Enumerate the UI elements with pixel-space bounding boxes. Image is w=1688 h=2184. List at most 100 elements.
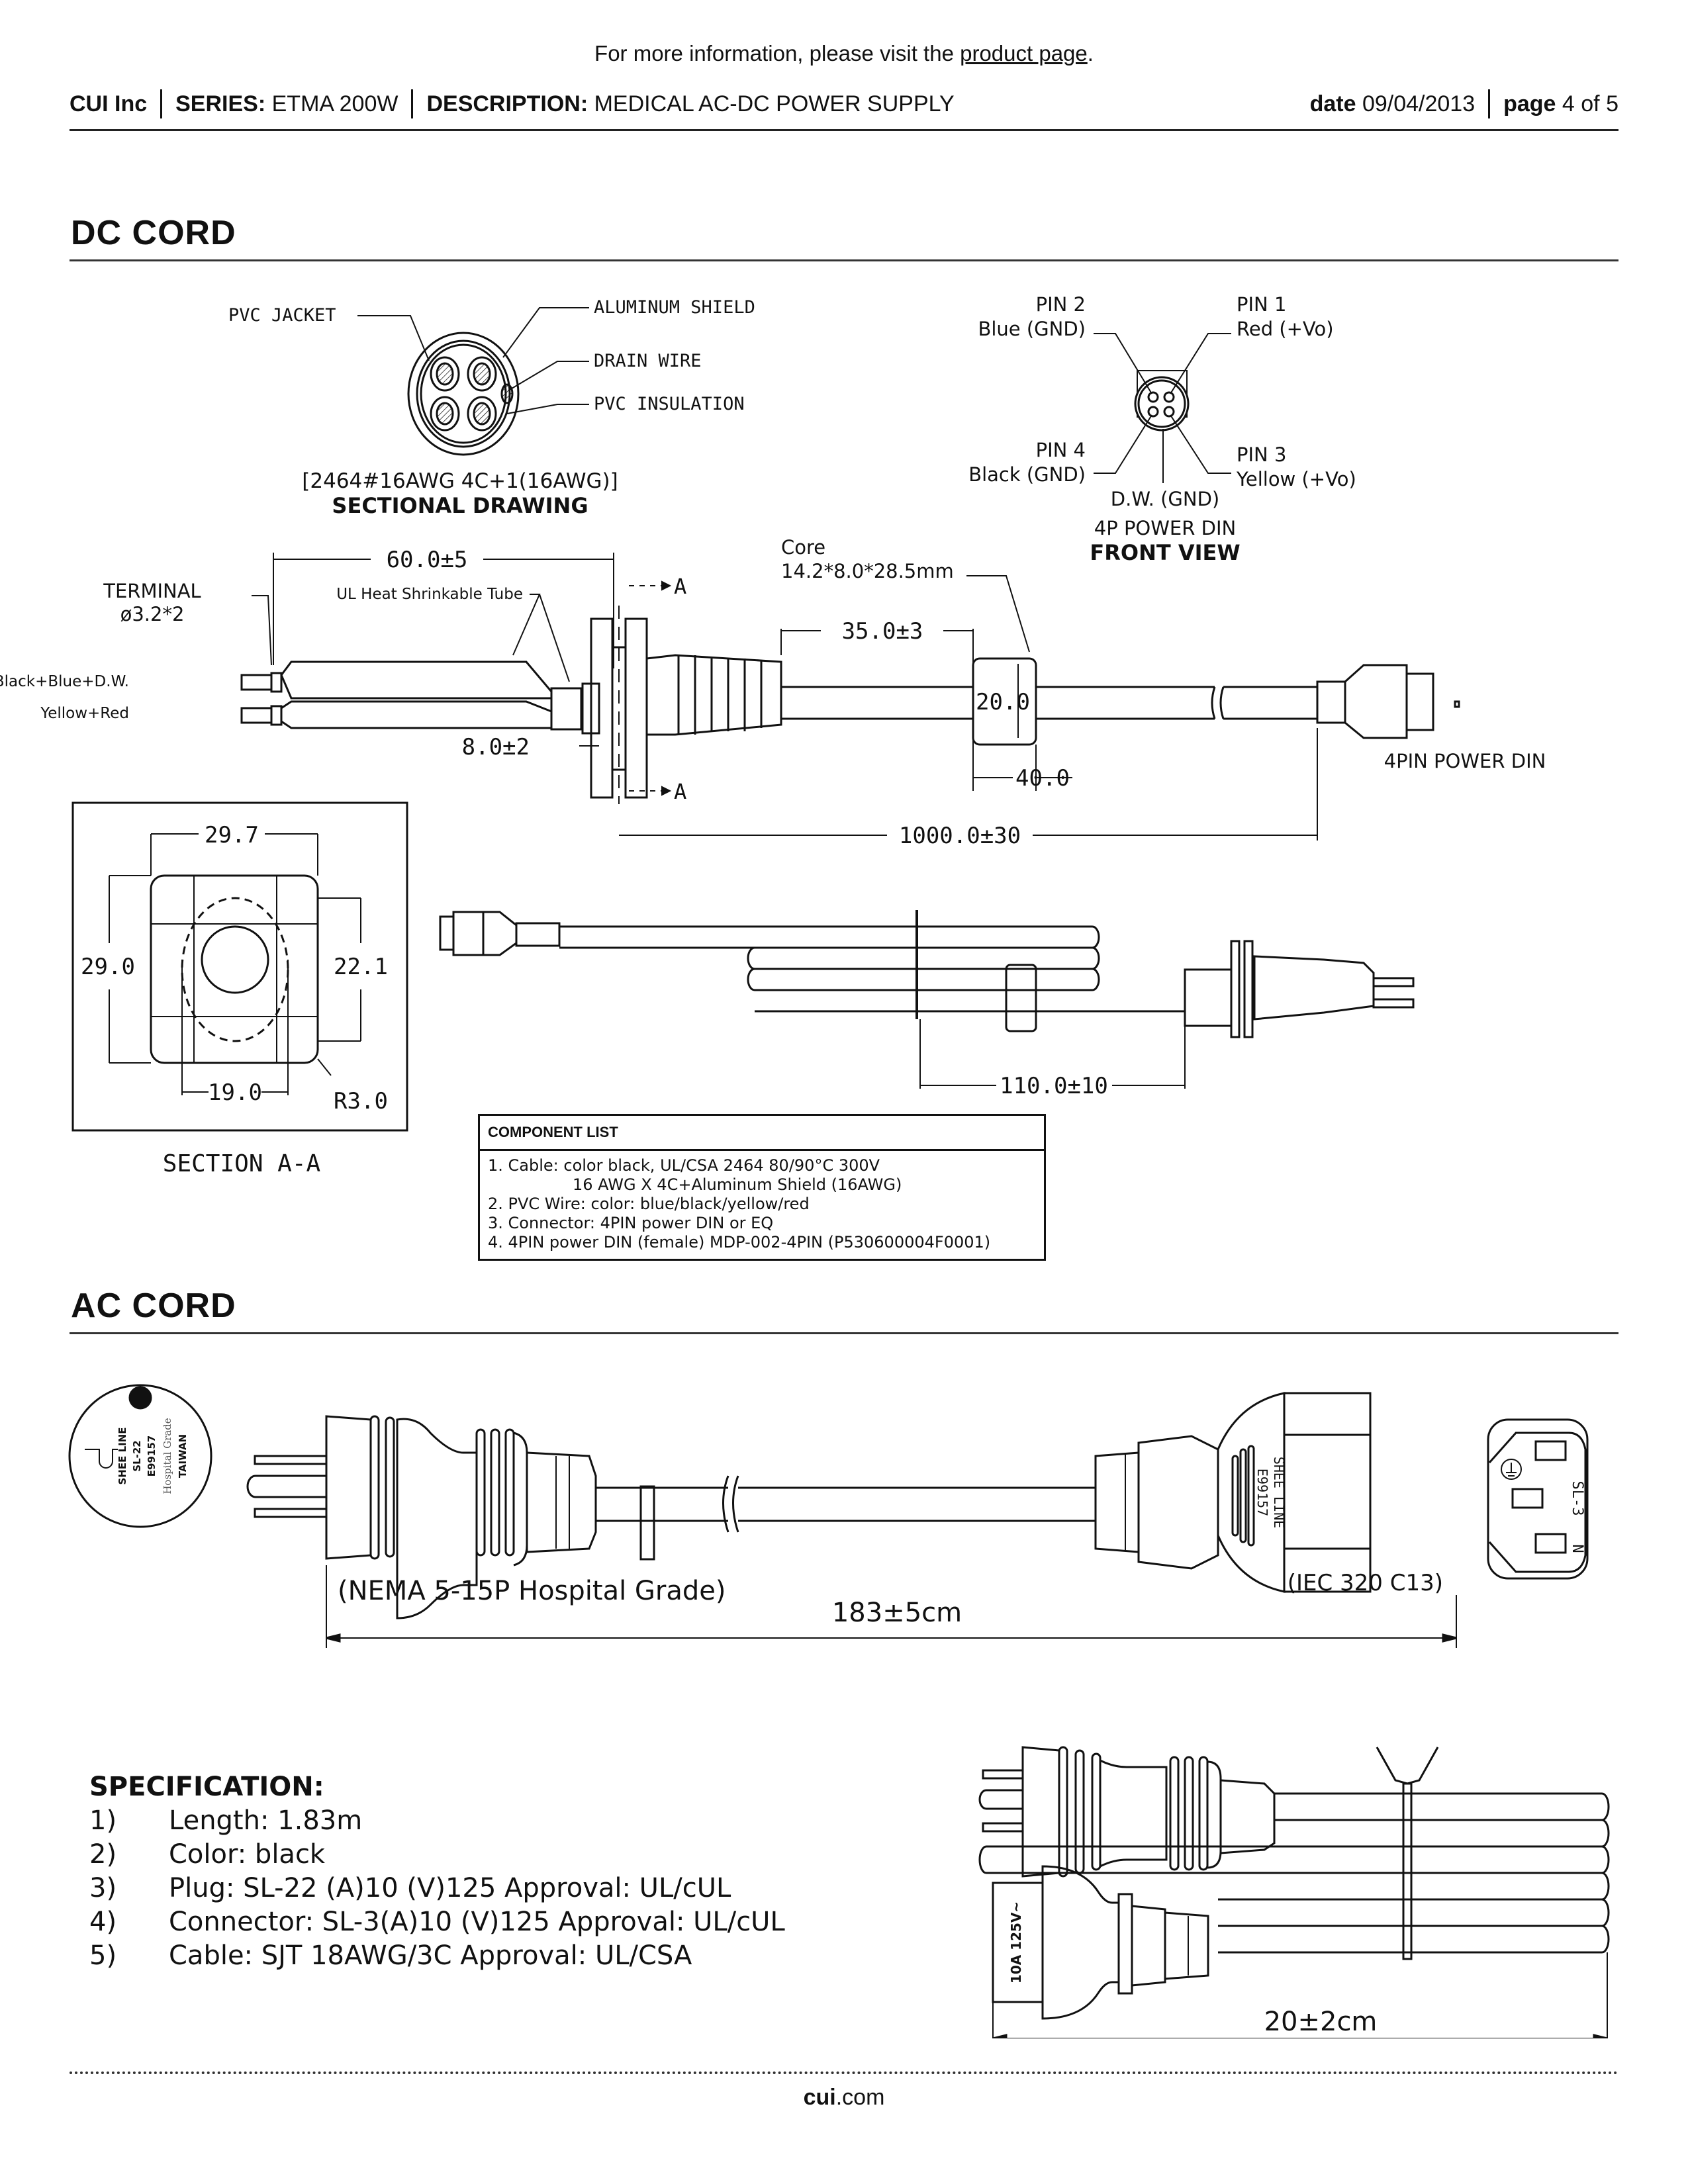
component-item: 4. 4PIN power DIN (female) MDP-002-4PIN … (488, 1233, 991, 1251)
section-marker-top-label: A (674, 574, 686, 599)
component-item: 1. Cable: color black, UL/CSA 2464 80/90… (488, 1156, 880, 1175)
wire-group-1-label: Black+Blue+D.W. (0, 673, 129, 690)
core-label: Core (781, 536, 825, 559)
coiled-length-label: 20±2cm (1264, 2007, 1378, 2037)
connector-marking-brand: SHEE LINE (1271, 1457, 1287, 1528)
plug-face-file: E99157 (146, 1435, 158, 1477)
sectional-spec: [2464#16AWG 4C+1(16AWG)] (302, 469, 618, 493)
spec-text: Cable: SJT 18AWG/3C Approval: UL/CSA (169, 1940, 692, 1971)
pvc-insulation-label: PVC INSULATION (594, 394, 745, 414)
date-value: 09/04/2013 (1362, 91, 1476, 116)
din-front-view (1094, 333, 1231, 483)
pvc-jacket-label: PVC JACKET (228, 305, 336, 326)
sectional-caption: SECTIONAL DRAWING (332, 493, 588, 518)
cable-cross-section (357, 307, 589, 456)
drain-wire-pin: D.W. (GND) (1111, 488, 1219, 510)
coiled-rating-label: 10A 125V~ (1008, 1901, 1024, 1983)
footer-rule (70, 2071, 1618, 2074)
header-rule (70, 129, 1618, 131)
spec-text: Color: black (169, 1839, 326, 1870)
page-label: page (1503, 91, 1556, 116)
document-header: CUI Inc SERIES: ETMA 200W DESCRIPTION: M… (70, 85, 1618, 123)
terminal-size: ø3.2*2 (120, 603, 185, 625)
plug-face-origin: TAIWAN (177, 1434, 189, 1478)
ac-cord-long (246, 1392, 1457, 1648)
connector-face-model: SL-3 (1569, 1481, 1585, 1516)
section-dim-bottom: 19.0 (208, 1079, 262, 1106)
dim-60: 60.0±5 (387, 547, 468, 573)
dc-cord-drawing: PVC JACKET ALUMINUM SHIELD DRAIN WIRE PV… (0, 293, 1546, 1177)
ac-cord-drawing: SHEE LINE SL-22 E99157 Hospital Grade TA… (68, 1384, 1610, 2038)
description-value: MEDICAL AC-DC POWER SUPPLY (594, 91, 955, 116)
cord-length-label: 183±5cm (832, 1598, 962, 1628)
pin1-desc: Red (+Vo) (1237, 318, 1334, 340)
component-list: COMPONENT LIST 1. Cable: color black, UL… (478, 1114, 1046, 1261)
spec-num: 4) (89, 1907, 117, 1937)
pin4-name: PIN 4 (1036, 439, 1086, 461)
series-label: SERIES: (175, 91, 266, 116)
header-divider (1488, 89, 1491, 118)
description-label: DESCRIPTION: (426, 91, 588, 116)
plug-face (68, 1384, 212, 1528)
specification-title: SPECIFICATION: (89, 1772, 324, 1802)
date-label: date (1309, 91, 1356, 116)
pin4-desc: Black (GND) (968, 463, 1086, 486)
specification: SPECIFICATION: 1) Length: 1.83m 2)Color: … (89, 1770, 785, 1973)
wire-group-2-label: Yellow+Red (40, 705, 129, 722)
section-caption: SECTION A-A (163, 1150, 321, 1177)
dim-1000: 1000.0±30 (899, 823, 1021, 849)
spec-num: 5) (89, 1940, 117, 1971)
dim-8: 8.0±2 (462, 734, 530, 760)
top-note-suffix: . (1087, 41, 1094, 66)
section-marker-arrows (629, 580, 672, 796)
spec-text: Plug: SL-22 (A)10 (V)125 Approval: UL/cU… (169, 1873, 731, 1903)
pin2-name: PIN 2 (1036, 293, 1086, 316)
core-size: 14.2*8.0*28.5mm (781, 560, 954, 582)
dc-cord-title: DC CORD (71, 214, 236, 252)
spec-item: 3) Plug: SL-22 (A)10 (V)125 Approval: UL/… (89, 1872, 785, 1905)
connector-type-label: (IEC 320 C13) (1288, 1570, 1443, 1596)
pin3-desc: Yellow (+Vo) (1236, 468, 1356, 490)
connector-label: 4PIN POWER DIN (1384, 750, 1546, 772)
dim-20: 20.0 (976, 689, 1030, 715)
spec-text: Length: 1.83m (169, 1805, 363, 1836)
coiled-ac-cord (978, 1746, 1610, 2038)
section-rule (70, 1332, 1618, 1334)
section-dim-top: 29.7 (205, 822, 259, 848)
spec-num: 3) (89, 1873, 117, 1903)
terminal-label: TERMINAL (103, 580, 201, 602)
heat-shrink-label: UL Heat Shrinkable Tube (336, 586, 523, 603)
pin2-desc: Blue (GND) (978, 318, 1086, 340)
front-view-caption: FRONT VIEW (1090, 540, 1240, 565)
plug-face-model: SL-22 (131, 1440, 143, 1471)
product-page-link[interactable]: product page (960, 41, 1088, 66)
spec-text: Connector: SL-3(A)10 (V)125 Approval: UL… (169, 1907, 785, 1937)
dc-cable-assembly (240, 553, 1460, 841)
component-item: 3. Connector: 4PIN power DIN or EQ (488, 1214, 774, 1232)
pin3-name: PIN 3 (1237, 443, 1286, 466)
page-value: 4 of 5 (1562, 91, 1618, 116)
spec-item: 2)Color: black (89, 1838, 785, 1872)
drain-wire-label: DRAIN WIRE (594, 351, 702, 371)
connector-face-neutral: N (1569, 1544, 1585, 1553)
dim-35: 35.0±3 (842, 618, 923, 645)
spec-num: 1) (89, 1805, 117, 1836)
plug-face-brand: SHEE LINE (117, 1427, 128, 1484)
din-title: 4P POWER DIN (1094, 517, 1236, 539)
header-divider (160, 89, 163, 118)
pin1-name: PIN 1 (1237, 293, 1286, 316)
spec-item: 1) Length: 1.83m (89, 1804, 785, 1838)
footer-domain: .com (835, 2085, 885, 2110)
connector-marking-file: E99157 (1254, 1469, 1270, 1516)
coiled-dc-cord (439, 910, 1415, 1089)
plug-type-label: (NEMA 5-15P Hospital Grade) (338, 1576, 726, 1606)
series-value: ETMA 200W (271, 91, 399, 116)
section-dim-right: 22.1 (334, 954, 388, 980)
component-item: 2. PVC Wire: color: blue/black/yellow/re… (488, 1195, 810, 1213)
spec-item: 5) Cable: SJT 18AWG/3C Approval: UL/CSA (89, 1939, 785, 1973)
top-note-text: For more information, please visit the (594, 41, 961, 66)
ac-cord-title: AC CORD (71, 1287, 236, 1325)
c13-connector-face (1487, 1418, 1589, 1580)
dim-110: 110.0±10 (1000, 1073, 1108, 1099)
section-dim-left: 29.0 (81, 954, 135, 980)
